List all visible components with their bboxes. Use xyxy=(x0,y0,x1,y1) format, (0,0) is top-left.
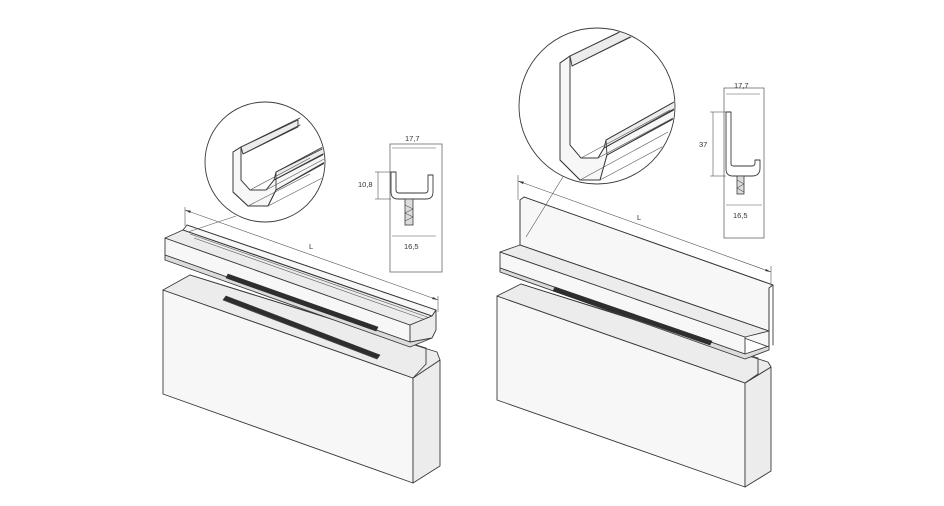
right-length-dimension: L xyxy=(517,175,772,286)
right-depth-label: 16,5 xyxy=(733,211,748,220)
left-detail-magnifier xyxy=(187,101,326,233)
left-length-label: L xyxy=(309,242,313,251)
left-section-view: 17,7 10,8 16,5 xyxy=(358,134,443,273)
right-handle-profile xyxy=(499,196,774,360)
left-width-label: 17,7 xyxy=(405,134,420,143)
right-height-label: 37 xyxy=(699,140,707,149)
left-panel xyxy=(162,274,441,484)
right-assembly: L xyxy=(496,27,774,488)
left-handle-profile xyxy=(164,224,437,348)
left-height-label: 10,8 xyxy=(358,180,373,189)
left-assembly: L xyxy=(162,101,443,484)
right-width-label: 17,7 xyxy=(734,81,749,90)
right-detail-magnifier xyxy=(518,27,676,238)
left-length-dimension: L xyxy=(184,207,439,312)
right-panel xyxy=(496,283,772,488)
left-depth-label: 16,5 xyxy=(404,242,419,251)
right-length-label: L xyxy=(637,213,641,222)
right-section-view: 17,7 37 16,5 xyxy=(699,81,765,239)
